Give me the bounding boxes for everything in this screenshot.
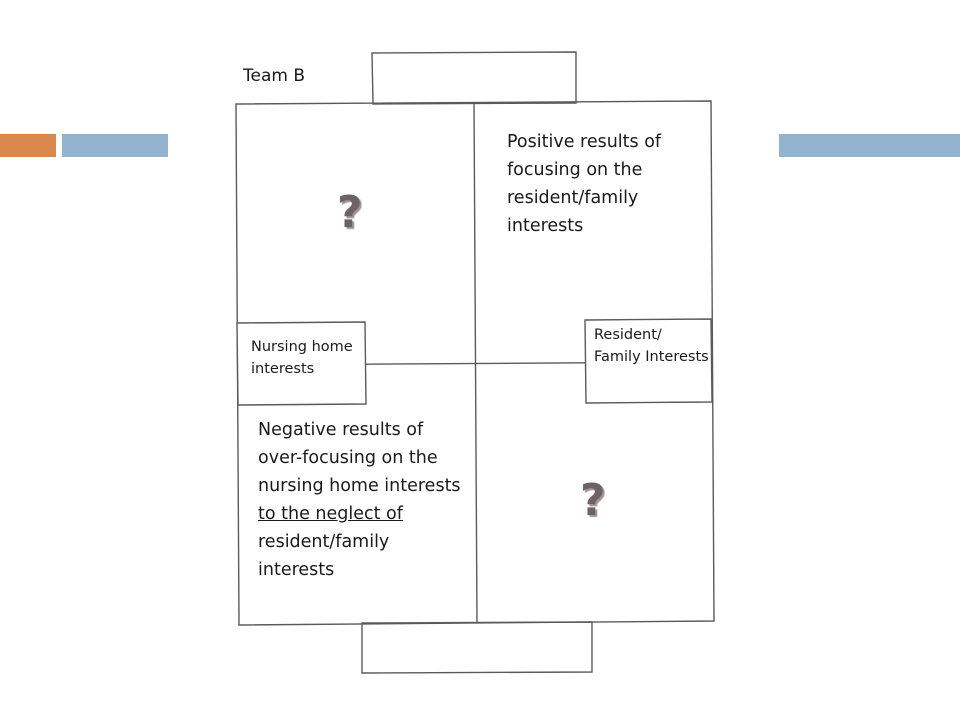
question-mark-bottom-right: ? <box>580 475 606 526</box>
question-mark-top-left: ? <box>337 187 363 238</box>
negative-text-part1: Negative results of over-focusing on the… <box>258 420 461 496</box>
nursing-home-interests-label: Nursing home interests <box>251 339 353 377</box>
accent-bar-orange <box>0 134 56 157</box>
team-label: Team B <box>243 66 305 86</box>
negative-results-text: Negative results of over-focusing on the… <box>258 416 463 584</box>
negative-text-part2: resident/family interests <box>258 532 390 580</box>
top-tab-box <box>371 51 577 105</box>
main-frame <box>235 100 715 626</box>
bottom-tab-box <box>361 621 593 674</box>
accent-bar-blue-left <box>62 134 168 157</box>
accent-bar-blue-right <box>779 134 960 157</box>
negative-text-underlined: to the neglect of <box>258 504 403 524</box>
left-label-box <box>236 321 367 406</box>
resident-family-interests-label: Resident/ Family Interests <box>594 327 709 365</box>
positive-results-text: Positive results of focusing on the resi… <box>507 132 662 236</box>
right-label-box <box>584 318 713 404</box>
